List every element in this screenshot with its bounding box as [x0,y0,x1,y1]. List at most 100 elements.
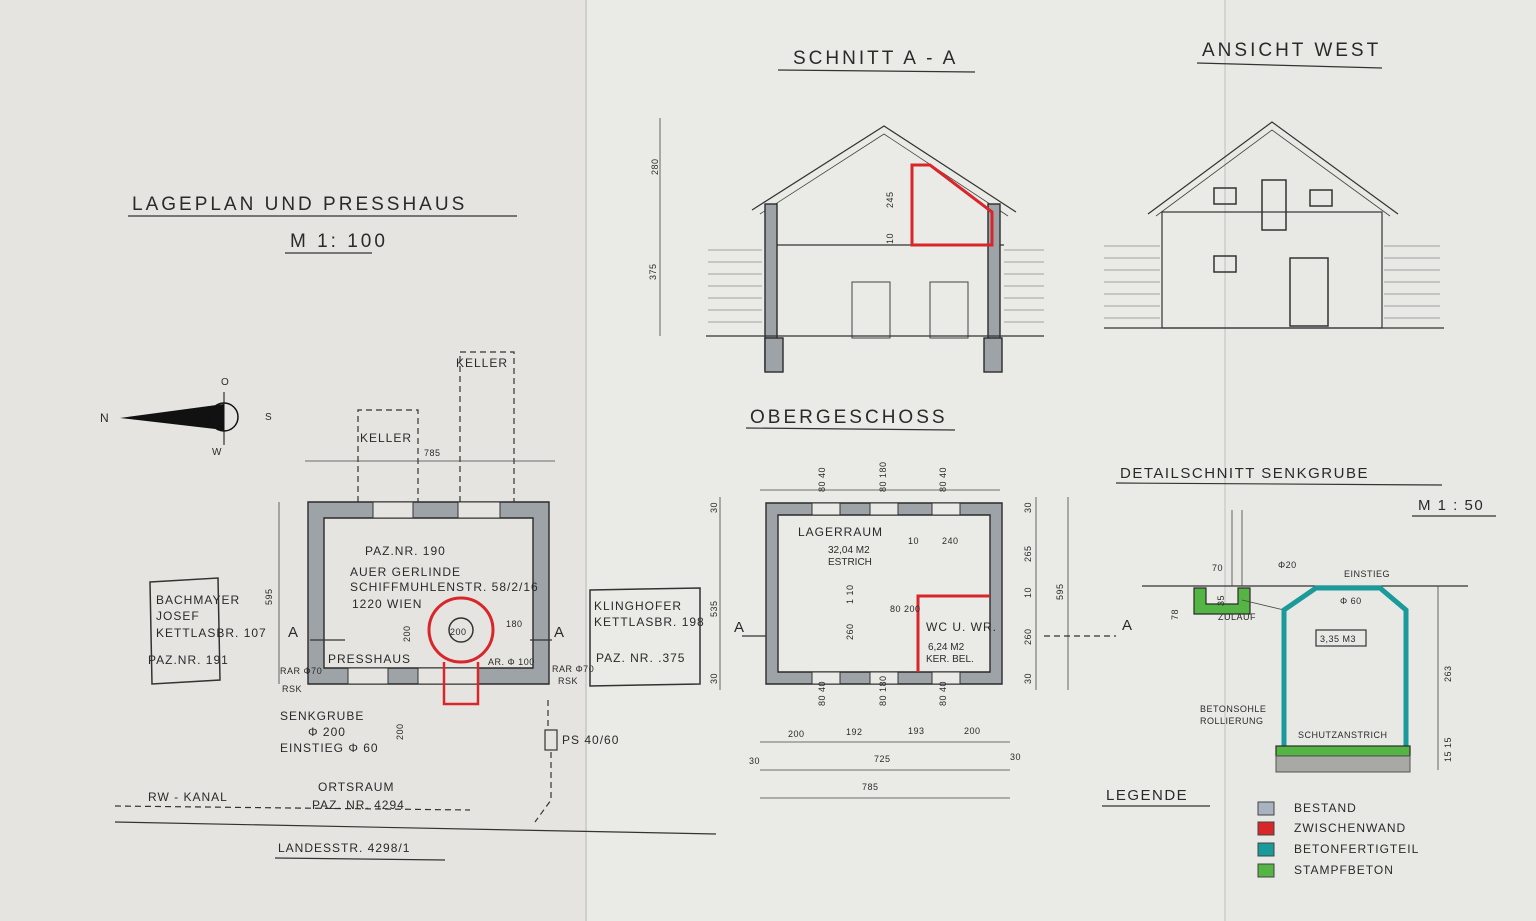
detail-title: DETAILSCHNITT SENKGRUBE [1120,465,1369,482]
fp-room2-area: 6,24 M2 [928,642,965,653]
floor-plan-title-underline [745,427,956,431]
compass-s: S [265,412,272,423]
section-terrain-hatch [708,249,1044,323]
parcel-line-4: 1220 WIEN [352,597,422,611]
fp-walls [765,502,1003,685]
rsk-right: RSK [558,676,578,686]
dim-side: 595 [264,588,274,605]
fp-row3: 785 [862,782,879,792]
fp-left-dim-2: 535 [709,600,719,617]
fp-bottom-dim-1: 80 40 [817,681,827,706]
paper-right-panel [1225,0,1536,921]
parcel-line-1: PAZ.NR. 190 [365,544,446,558]
fp-right-dim-1: 30 [1023,502,1033,513]
section-title: SCHNITT A - A [793,48,958,69]
detail-sohle-2: ROLLIERUNG [1200,716,1264,726]
pit-dim-200: 200 [402,625,412,642]
detail-dim-35: 35 [1216,595,1226,606]
fp-top-dim-1: 80 40 [817,467,827,492]
rw-kanal-line [114,805,471,811]
compass-w: W [212,447,222,458]
fp-window-bottom-3 [931,671,961,685]
fp-inner-dim-10: 10 [908,536,919,546]
einstieg-plan-circle [448,617,474,643]
elevation-loft-door [1261,179,1287,231]
fp-row1-c: 193 [908,726,925,736]
compass-n: N [100,411,110,425]
ortsraum-line-1: ORTSRAUM [318,780,394,794]
rar-right: RAR Φ70 [552,664,594,674]
fp-inner-dim-260: 260 [845,623,855,640]
fp-inner-dim-80200: 80 200 [890,604,921,614]
section-door-1 [851,281,891,339]
section-roof-inner [759,133,1009,217]
fp-window-top-1 [811,502,841,516]
detail-base-slab [1275,745,1411,757]
detail-gravel-bed [1275,755,1411,773]
section-door-2 [929,281,969,339]
opening-bottom-2 [417,667,479,685]
landesstr-underline [274,857,446,861]
fp-row2-a: 30 [749,756,760,766]
detail-dim-1515: 15 15 [1443,737,1453,762]
section-dim-280: 280 [650,158,660,175]
detail-green-shaft [1193,587,1251,615]
floor-plan: OBERGESCHOSS 80 40 80 180 80 40 LAGERRAU… [709,407,1134,799]
legend-title: LEGENDE [1106,787,1188,804]
senkgrube-label-1: SENKGRUBE [280,709,364,723]
section-footing-right [983,337,1003,373]
fp-bottom-dim-3: 80 40 [938,681,948,706]
elevation-drawing: ANSICHT WEST [1104,40,1444,329]
fp-row1-d: 200 [964,726,981,736]
fp-right-dim-5: 30 [1023,673,1033,684]
legend-items: BESTAND ZWISCHENWAND BETONFERTIGTEIL STA… [1257,801,1418,878]
parcel-line-2: AUER GERLINDE [350,565,461,579]
paper-left-panel [0,0,586,921]
opening-bottom-1 [347,667,389,685]
fp-room2-name: WC U. WR. [926,620,997,634]
detail-volume-box [1315,629,1367,647]
elevation-roof [1147,121,1399,215]
fp-red-partition [916,594,990,672]
septic-detail: DETAILSCHNITT SENKGRUBE M 1 : 50 70 Φ20 … [1115,465,1496,773]
east-neighbor-line-2: KETTLASBR. 198 [594,615,705,629]
fp-window-top-2 [869,502,899,516]
fp-top-dim-2: 80 180 [878,461,888,492]
pit-dim-vertical: 200 [395,723,405,740]
legend-label-stampfbeton: STAMPFBETON [1294,863,1394,877]
compass-o: O [221,377,229,388]
floor-plan-title: OBERGESCHOSS [750,407,948,428]
fp-section-mark-right: A [1122,617,1134,634]
fp-row1-b: 192 [846,727,863,737]
ortsraum-line-2: PAZ. NR. 4294 [312,798,405,812]
east-neighbor-line-1: KLINGHOFER [594,599,682,613]
keller-left-label: KELLER [360,431,412,445]
legend-label-bestand: BESTAND [1294,801,1357,815]
elevation-window-3 [1213,255,1237,273]
fp-window-bottom-1 [811,671,841,685]
site-plan-title: LAGEPLAN UND PRESSHAUS [132,194,467,215]
senkgrube-plan-circle [427,596,495,664]
legend-swatch-stampfbeton [1257,863,1275,878]
west-neighbor-line-4: PAZ.NR. 191 [148,653,229,667]
fp-row1-a: 200 [788,729,805,739]
legend-swatch-betonfertigteil [1257,842,1275,857]
elevation-window-1 [1213,187,1237,205]
presshaus-label: PRESSHAUS [328,652,411,666]
section-dim-10: 10 [885,233,895,244]
west-neighbor-line-3: KETTLASBR. 107 [156,626,267,640]
elevation-roof-inner [1155,129,1391,217]
detail-sohle-1: BETONSOHLE [1200,704,1266,714]
keller-left-outline [357,409,419,502]
detail-teal-tank [1281,585,1409,750]
section-title-underline [777,69,976,73]
ps-box [544,729,558,751]
senkgrube-label-3: EINSTIEG Φ 60 [280,741,379,755]
east-neighbor-box [589,587,701,687]
dim-top: 785 [424,448,441,458]
ar-label: AR. Φ 100 [488,657,535,667]
compass-icon: N S O W [100,377,272,458]
fp-inner-dim-110: 1 10 [845,584,855,604]
fp-bottom-dim-2: 80 180 [878,675,888,706]
